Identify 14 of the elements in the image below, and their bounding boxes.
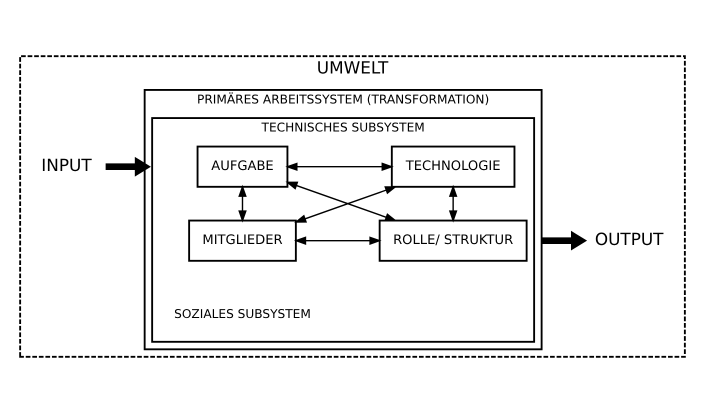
arrow — [285, 182, 398, 222]
arrow — [294, 236, 382, 245]
arrow — [294, 186, 398, 223]
node-box: ROLLE/ STRUKTUR — [378, 220, 528, 262]
arrow — [542, 230, 588, 251]
arrow — [106, 156, 151, 177]
arrow — [238, 184, 247, 223]
arrow — [285, 162, 394, 171]
node-box: AUFGABE — [196, 146, 288, 188]
node-box: TECHNOLOGIE — [390, 146, 516, 188]
node-text: OUTPUT — [594, 228, 664, 249]
node-text: INPUT — [41, 154, 92, 175]
node-box: MITGLIEDER — [188, 220, 297, 262]
arrow — [448, 184, 458, 223]
